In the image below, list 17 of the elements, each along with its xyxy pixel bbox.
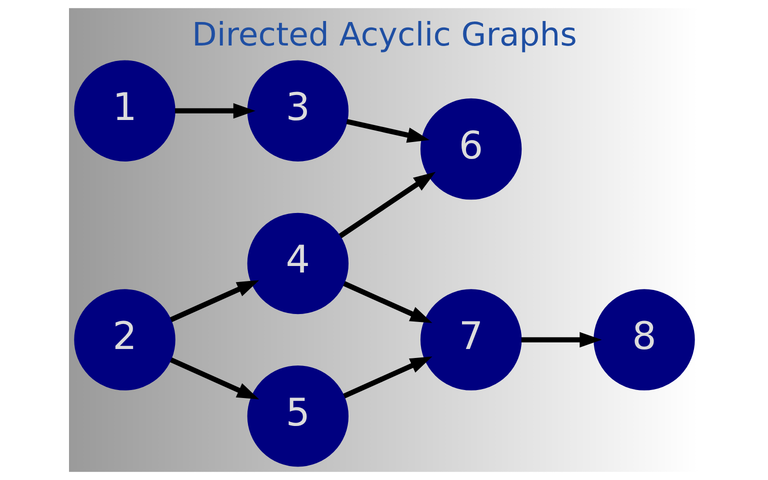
node-circle: 7 <box>420 289 522 390</box>
arrow <box>520 332 602 348</box>
arrow <box>174 103 255 119</box>
node-circle: 6 <box>420 98 522 200</box>
node-circle: 2 <box>74 289 175 390</box>
arrow <box>342 281 432 324</box>
diagram-title: Directed Acyclic Graphs <box>192 16 576 54</box>
node-circle: 4 <box>246 212 348 314</box>
arrow <box>338 172 436 238</box>
node-circle: 8 <box>593 289 694 390</box>
arrow <box>169 357 259 400</box>
node-circle: 3 <box>246 60 348 162</box>
node-circle: 5 <box>246 365 348 467</box>
arrow <box>169 280 259 322</box>
arrow <box>346 118 429 143</box>
arrow <box>342 356 432 398</box>
node-circle: 1 <box>74 60 175 162</box>
